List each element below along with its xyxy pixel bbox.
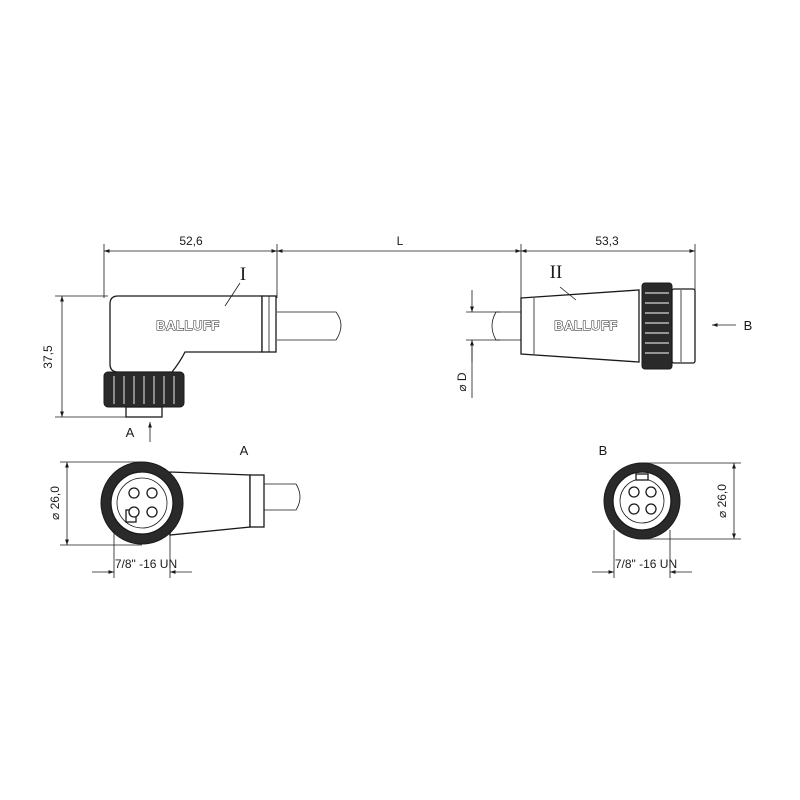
top-dimension-chain	[103, 244, 696, 298]
view-a-arrow-label: A	[126, 425, 135, 440]
straight-length-dimension: 53,3	[595, 234, 619, 248]
balluff-logo-1: BALLUFF	[156, 318, 219, 333]
height-dimension-lines	[55, 295, 126, 418]
face-diameter-a-dimension: ⌀ 26,0	[48, 486, 62, 520]
angled-nut-grip	[113, 376, 175, 404]
view-a-face	[100, 461, 301, 545]
view-b-face	[603, 462, 681, 540]
view-b-dimension-lines	[592, 462, 741, 578]
cable-diameter-dimension: ⌀ D	[455, 372, 469, 392]
connector-1-label: I	[240, 264, 246, 285]
view-b-arrow-label: B	[744, 318, 753, 333]
view-a-title: A	[240, 443, 249, 458]
cable-diameter-lines	[466, 290, 500, 398]
thread-b-dimension: 7/8" -16 UN	[615, 557, 677, 571]
angled-connector	[103, 282, 342, 418]
view-a-dimension-lines	[60, 461, 192, 578]
thread-a-dimension: 7/8" -16 UN	[115, 557, 177, 571]
face-diameter-b-dimension: ⌀ 26,0	[715, 484, 729, 518]
cable-length-dimension: L	[397, 234, 404, 248]
angled-length-dimension: 52,6	[179, 234, 203, 248]
straight-nut-grip	[645, 292, 669, 354]
straight-connector	[491, 282, 696, 370]
view-b-title: B	[599, 443, 608, 458]
height-dimension: 37,5	[41, 345, 55, 369]
balluff-logo-2: BALLUFF	[554, 318, 617, 333]
connector-2-label: II	[550, 262, 563, 283]
